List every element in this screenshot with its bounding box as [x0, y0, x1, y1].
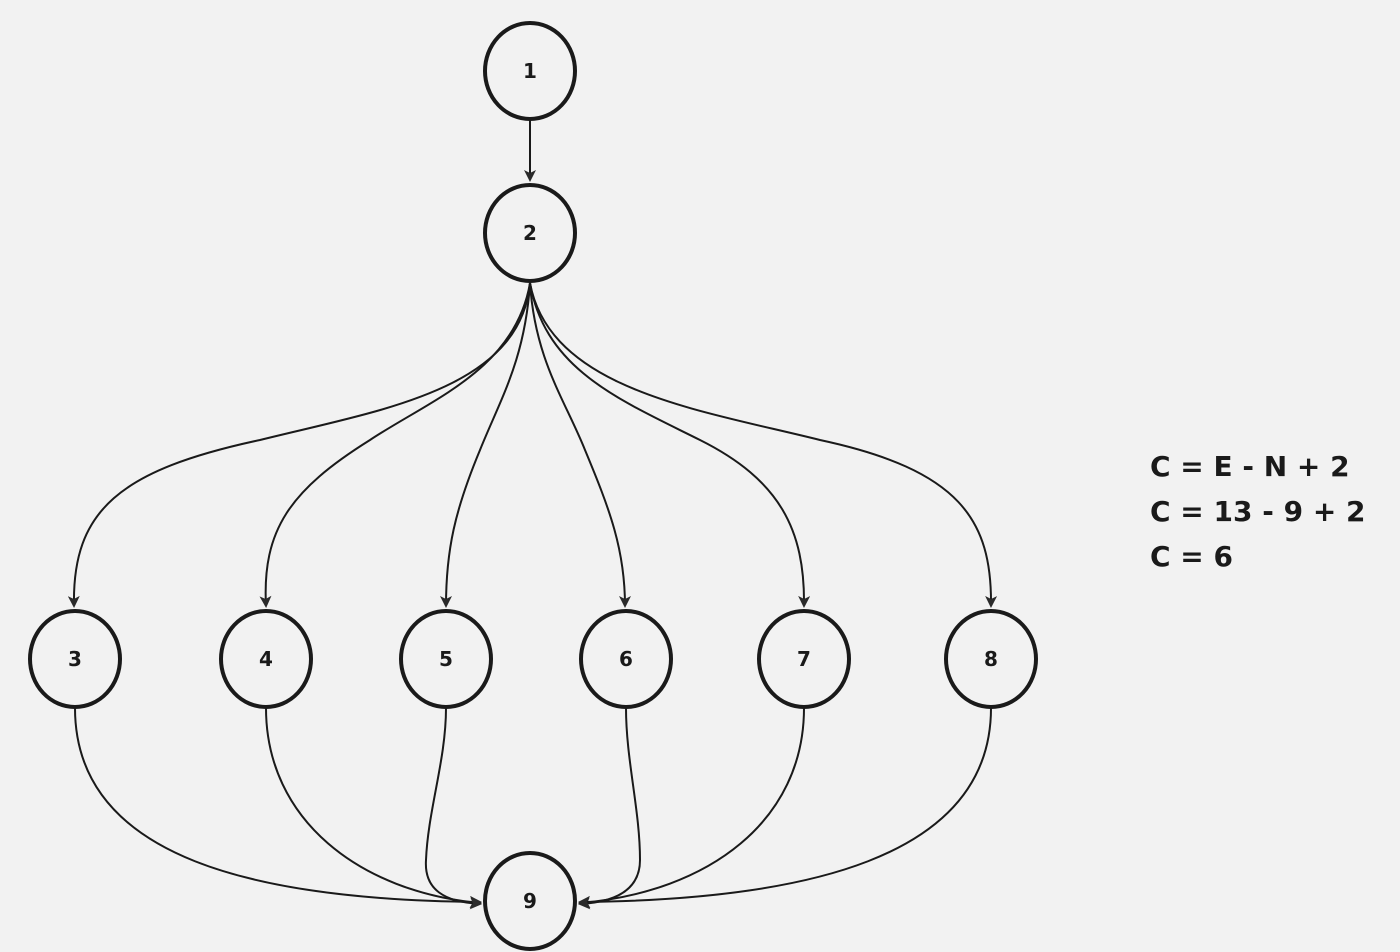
node-5: 5: [399, 609, 493, 709]
edge-2-to-3: [67, 282, 531, 608]
edge-4-to-9: [265, 707, 482, 909]
formula-line-2: C = 13 - 9 + 2: [1150, 495, 1366, 528]
edge-5-to-9: [424, 707, 482, 910]
edge-2-to-5: [440, 282, 531, 608]
node-2-label: 2: [523, 221, 537, 245]
formula-line-1: C = E - N + 2: [1150, 450, 1350, 483]
node-8-label: 8: [984, 647, 998, 671]
edge-6-to-9: [578, 707, 642, 910]
node-4: 4: [219, 609, 313, 709]
node-6-label: 6: [619, 647, 633, 671]
edge-8-to-9: [578, 707, 992, 908]
node-1-label: 1: [523, 59, 537, 83]
node-9-label: 9: [523, 889, 537, 913]
cyclomatic-complexity-formula: C = E - N + 2 C = 13 - 9 + 2 C = 6: [1150, 444, 1366, 579]
node-2: 2: [483, 183, 577, 283]
node-8: 8: [944, 609, 1038, 709]
node-7-label: 7: [797, 647, 811, 671]
formula-line-3: C = 6: [1150, 540, 1233, 573]
node-6: 6: [579, 609, 673, 709]
node-1: 1: [483, 21, 577, 121]
node-9: 9: [483, 851, 577, 951]
edge-7-to-9: [578, 707, 805, 909]
node-5-label: 5: [439, 647, 453, 671]
edge-3-to-9: [74, 707, 482, 908]
edge-2-to-6: [529, 282, 631, 608]
node-4-label: 4: [259, 647, 273, 671]
edge-2-to-4: [259, 282, 531, 608]
edge-2-to-8: [529, 282, 998, 608]
edge-2-to-7: [529, 282, 811, 608]
node-3: 3: [28, 609, 122, 709]
node-7: 7: [757, 609, 851, 709]
node-3-label: 3: [68, 647, 82, 671]
